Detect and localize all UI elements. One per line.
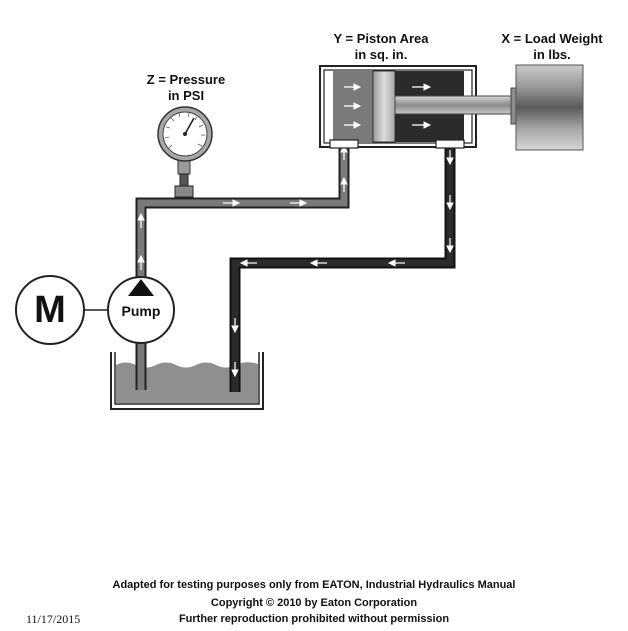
flow-arrow-down-2	[446, 195, 454, 211]
pressure-label-line1: Z = Pressure	[146, 72, 226, 87]
pump	[107, 276, 175, 344]
rod-arrow-2	[412, 121, 432, 129]
footer-date: 11/17/2015	[26, 612, 81, 626]
flow-arrow-down-5	[231, 362, 239, 378]
rod-arrow-1	[412, 83, 432, 91]
load-weight-label-line1: X = Load Weight	[501, 31, 603, 46]
cap-arrow-3	[344, 121, 362, 129]
piston-area-label: Y = Piston Area in sq. in.	[316, 31, 446, 63]
cylinder-flow-arrows	[344, 83, 432, 129]
flow-arrow-right-2	[290, 199, 308, 207]
return-flow-arrows	[231, 150, 454, 378]
reservoir-fluid	[116, 362, 258, 403]
motor-label: M	[34, 289, 66, 331]
flow-arrow-right-1	[223, 199, 241, 207]
pump-label: Pump	[121, 303, 161, 319]
pressure-gauge	[157, 106, 213, 198]
reservoir	[110, 352, 264, 410]
piston	[372, 70, 396, 143]
footer-reproduction-notice: Further reproduction prohibited without …	[178, 613, 450, 625]
flow-arrow-down-3	[446, 238, 454, 254]
motor	[15, 275, 108, 345]
flow-arrow-left-3	[239, 259, 257, 267]
pressure-label: Z = Pressure in PSI	[132, 72, 240, 104]
cap-arrow-2	[344, 102, 362, 110]
pressure-label-line2: in PSI	[167, 88, 205, 103]
load-weight-label: X = Load Weight in lbs.	[490, 31, 614, 63]
pump-direction-triangle	[128, 279, 154, 296]
flow-arrow-left-1	[387, 259, 405, 267]
hydraulic-cylinder	[319, 65, 514, 149]
flow-arrow-up-2	[137, 212, 145, 228]
footer-copyright: Copyright © 2010 by Eaton Corporation	[210, 597, 418, 609]
gauge-needle	[184, 117, 195, 135]
flow-arrow-up-3	[340, 176, 348, 192]
flow-arrow-up-4	[340, 144, 348, 160]
flow-arrow-left-2	[309, 259, 327, 267]
piston-area-label-line2: in sq. in.	[354, 47, 408, 62]
footer-attribution: Adapted for testing purposes only from E…	[112, 579, 516, 591]
cap-arrow-1	[344, 83, 362, 91]
load-weight	[510, 64, 584, 151]
flow-arrow-up-1	[137, 254, 145, 270]
piston-rod	[394, 95, 514, 115]
flow-arrow-down-1	[446, 150, 454, 166]
load-weight-label-line2: in lbs.	[533, 47, 571, 62]
flow-arrow-down-4	[231, 318, 239, 334]
gauge-ticks	[164, 112, 205, 149]
pressure-flow-arrows	[137, 144, 348, 270]
piston-area-label-line1: Y = Piston Area	[333, 31, 429, 46]
